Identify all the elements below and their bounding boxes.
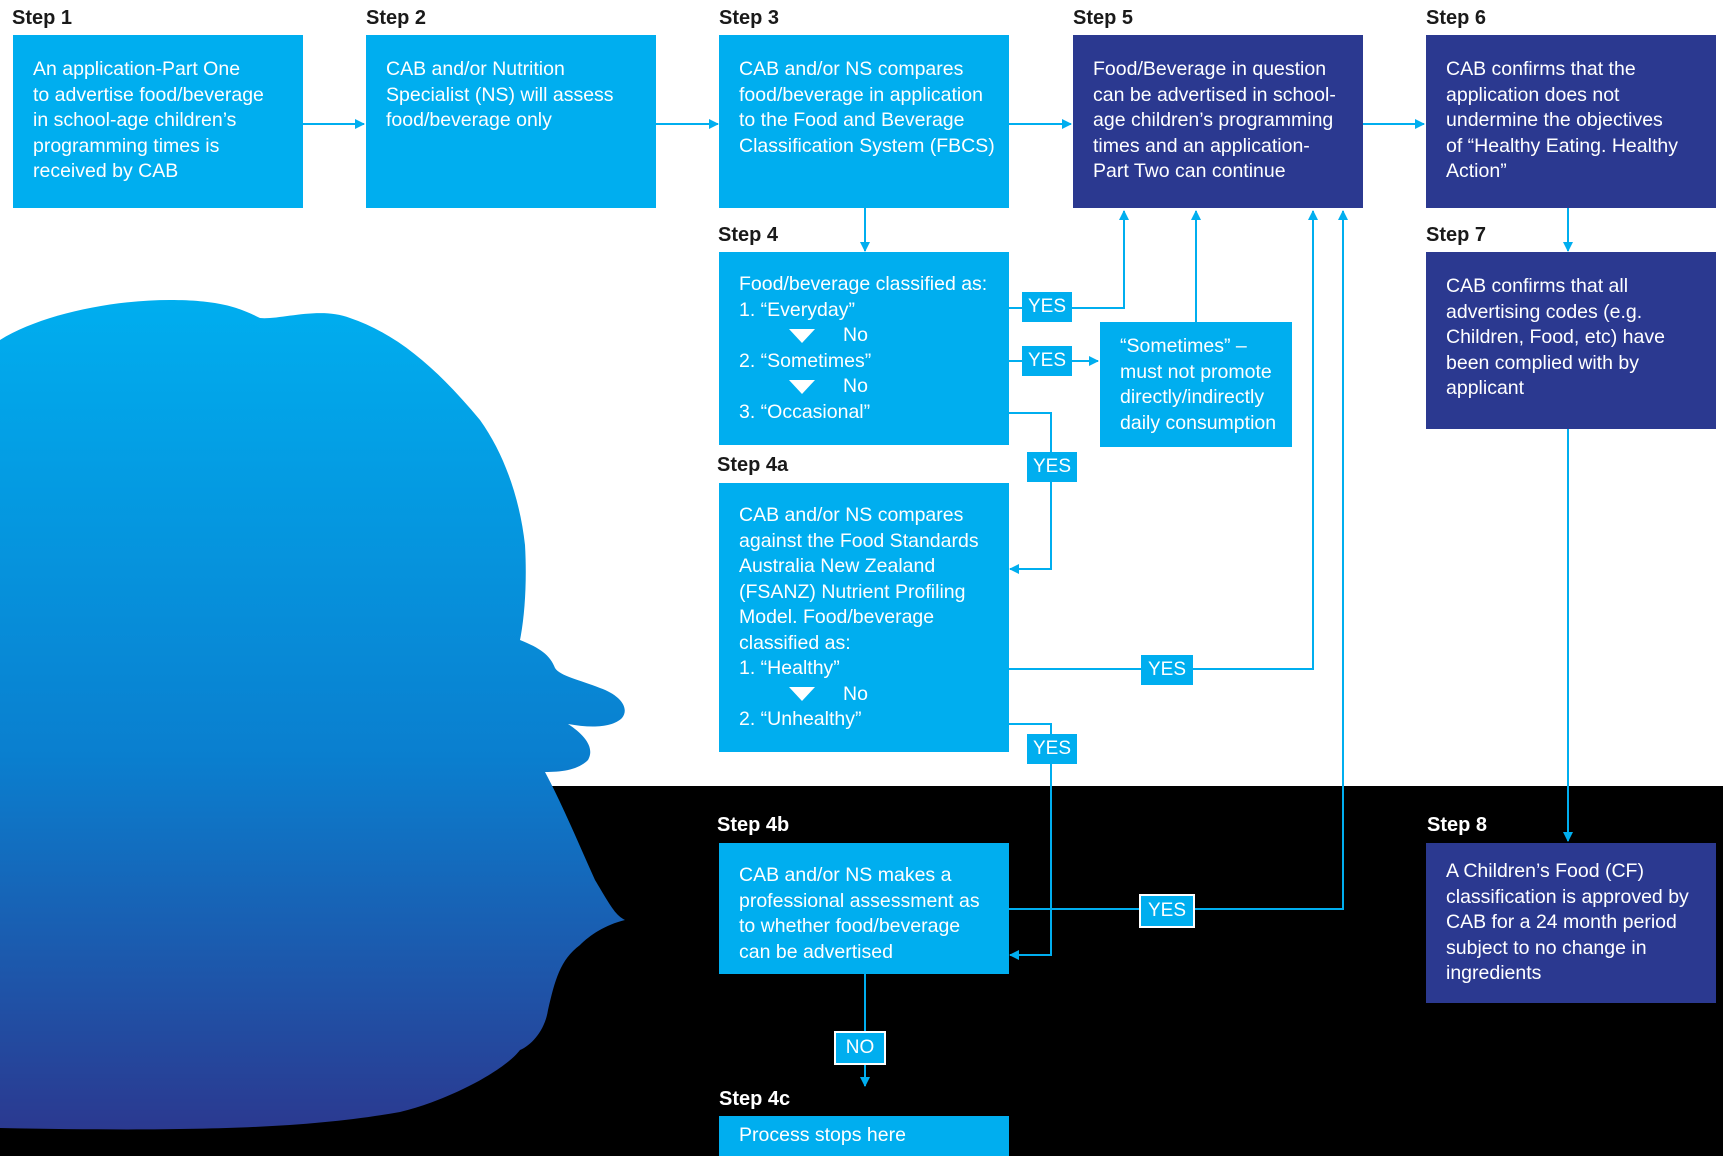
step5-text-line: can be advertised in school-	[1093, 83, 1336, 106]
no-label: No	[843, 324, 868, 346]
yes-healthy-badge: YES	[1141, 655, 1193, 685]
step4a-text-line: CAB and/or NS compares	[739, 504, 964, 526]
yes-unhealthy-badge: YES	[1027, 734, 1077, 764]
step8-text-line: classification is approved by	[1446, 885, 1689, 908]
step1-text-line: programming times is	[33, 134, 220, 157]
step4a-box: CAB and/or NS compares against the Food …	[719, 483, 1009, 752]
step4-option-everyday: 1. “Everyday”	[739, 298, 855, 321]
step4a-text-line: (FSANZ) Nutrient Profiling	[739, 580, 966, 603]
step4a-option-healthy: 1. “Healthy”	[739, 657, 840, 679]
step4a-text-line: Model. Food/beverage	[739, 606, 935, 628]
step4a-text-line: classified as:	[739, 631, 851, 654]
step2-text-line: CAB and/or Nutrition	[386, 58, 565, 80]
down-triangle-icon	[789, 379, 815, 394]
step7-text-line: applicant	[1446, 377, 1525, 399]
step5-text-line: Part Two can continue	[1093, 160, 1286, 182]
step4a-label: Step 4a	[717, 454, 789, 476]
step8-label: Step 8	[1427, 814, 1488, 836]
sometimes-note-line: “Sometimes” –	[1120, 335, 1247, 357]
step6-text-line: of “Healthy Eating. Healthy	[1446, 134, 1678, 157]
step4-no-row: No	[739, 374, 991, 400]
step4a-option-unhealthy: 2. “Unhealthy”	[739, 708, 862, 730]
step5-text-line: times and an application-	[1093, 134, 1310, 157]
down-triangle-icon	[789, 687, 815, 702]
step4b-text-line: can be advertised	[739, 940, 893, 963]
step8-text-line: A Children’s Food (CF)	[1446, 860, 1644, 882]
step7-text-line: CAB confirms that all	[1446, 275, 1629, 297]
step7-box: CAB confirms that all advertising codes …	[1426, 252, 1716, 429]
step4c-box: Process stops here	[719, 1116, 1009, 1156]
step4-option-occasional: 3. “Occasional”	[739, 400, 871, 423]
step1-label: Step 1	[12, 7, 73, 29]
step4-label: Step 4	[718, 224, 779, 246]
step2-box: CAB and/or Nutrition Specialist (NS) wil…	[366, 35, 656, 208]
step1-text-line: An application-Part One	[33, 58, 241, 80]
step5-label: Step 5	[1073, 7, 1134, 29]
step4a-text-line: against the Food Standards	[739, 529, 979, 552]
step7-text-line: Children, Food, etc) have	[1446, 326, 1665, 348]
step4-intro: Food/beverage classified as:	[739, 273, 988, 295]
step6-box: CAB confirms that the application does n…	[1426, 35, 1716, 208]
step4a-no-row: No	[739, 682, 991, 708]
yes-sometimes-badge: YES	[1022, 346, 1072, 376]
step3-text-line: Classification System (FBCS)	[739, 134, 995, 157]
step4a-text-line: Australia New Zealand	[739, 555, 936, 577]
step8-text-line: subject to no change in	[1446, 936, 1647, 959]
down-triangle-icon	[789, 328, 815, 343]
step7-text-line: been complied with by	[1446, 351, 1639, 374]
step3-text-line: CAB and/or NS compares	[739, 58, 964, 80]
step3-label: Step 3	[719, 7, 780, 29]
no-label: No	[843, 682, 868, 705]
step4b-text-line: professional assessment as	[739, 889, 980, 912]
step7-text-line: advertising codes (e.g.	[1446, 300, 1643, 323]
step7-label: Step 7	[1426, 224, 1487, 246]
step5-text-line: age children’s programming	[1093, 109, 1334, 131]
sometimes-note-line: daily consumption	[1120, 411, 1277, 434]
step5-text-line: Food/Beverage in question	[1093, 58, 1327, 80]
sometimes-note-line: must not promote	[1120, 360, 1272, 383]
step2-label: Step 2	[366, 7, 427, 29]
step6-text-line: Action”	[1446, 160, 1507, 182]
step4-option-sometimes: 2. “Sometimes”	[739, 349, 872, 372]
step1-box: An application-Part One to advertise foo…	[13, 35, 303, 208]
step6-text-line: application does not	[1446, 83, 1620, 106]
sometimes-note-line: directly/indirectly	[1120, 386, 1265, 408]
sometimes-note-box: “Sometimes” – must not promote directly/…	[1100, 322, 1292, 447]
step1-text-line: in school-age children’s	[33, 109, 237, 131]
step3-text-line: food/beverage in application	[739, 83, 983, 106]
step6-label: Step 6	[1426, 7, 1487, 29]
step4c-label: Step 4c	[719, 1088, 791, 1110]
step8-text-line: ingredients	[1446, 962, 1542, 984]
step8-box: A Children’s Food (CF) classification is…	[1426, 843, 1716, 1003]
step4b-label: Step 4b	[717, 814, 790, 836]
step3-text-line: to the Food and Beverage	[739, 109, 965, 131]
step8-text-line: CAB for a 24 month period	[1446, 911, 1677, 933]
step2-text-line: Specialist (NS) will assess	[386, 83, 614, 106]
step4b-text-line: to whether food/beverage	[739, 915, 961, 937]
step4b-text-line: CAB and/or NS makes a	[739, 864, 952, 886]
step4-no-row: No	[739, 323, 991, 349]
step1-text-line: received by CAB	[33, 160, 179, 182]
yes-4b-badge: YES	[1141, 896, 1193, 926]
step6-text-line: CAB confirms that the	[1446, 58, 1636, 80]
step3-box: CAB and/or NS compares food/beverage in …	[719, 35, 1009, 208]
no-label: No	[843, 375, 868, 397]
step4-box: Food/beverage classified as: 1. “Everyda…	[719, 252, 1009, 445]
step4b-box: CAB and/or NS makes a professional asses…	[719, 843, 1009, 974]
step2-text-line: food/beverage only	[386, 109, 552, 131]
step1-text-line: to advertise food/beverage	[33, 83, 264, 106]
step6-text-line: undermine the objectives	[1446, 109, 1663, 131]
step4c-text-line: Process stops here	[739, 1124, 906, 1146]
no-4b-badge: NO	[836, 1033, 884, 1063]
yes-occasional-badge: YES	[1027, 452, 1077, 482]
yes-everyday-badge: YES	[1022, 292, 1072, 322]
step5-box: Food/Beverage in question can be adverti…	[1073, 35, 1363, 208]
